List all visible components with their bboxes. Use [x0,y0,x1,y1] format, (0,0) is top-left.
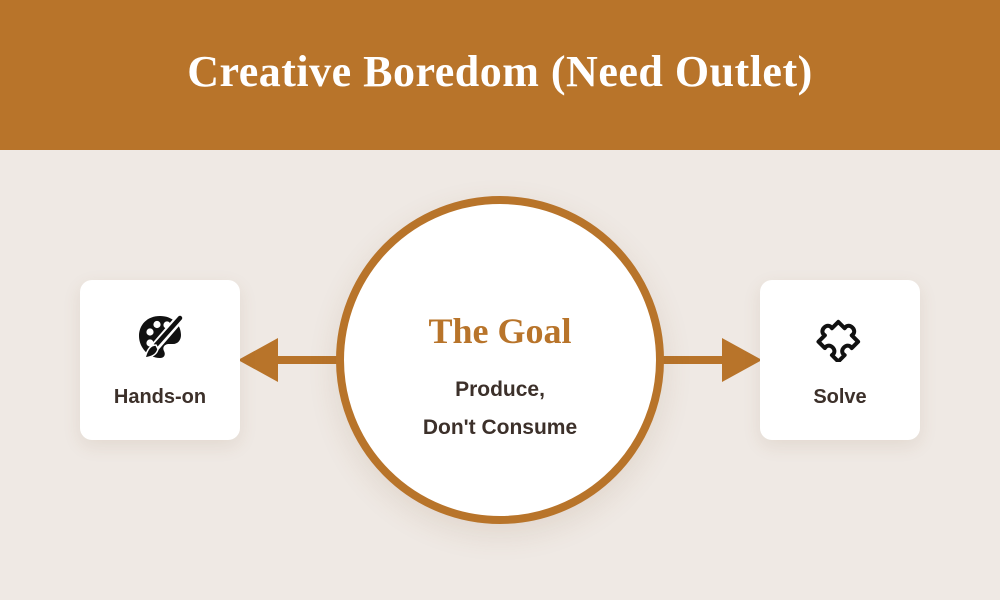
page-title: Creative Boredom (Need Outlet) [187,46,813,96]
goal-circle: The Goal Produce, Don't Consume [336,196,664,524]
hands-on-label: Hands-on [113,386,207,408]
goal-text-line-2: Don't Consume [422,416,578,439]
solve-card: Solve [760,280,920,440]
hands-on-card: Hands-on [80,280,240,440]
puzzle-piece-icon [816,319,861,362]
right-arrow [662,338,762,382]
header-banner: Creative Boredom (Need Outlet) [0,0,1000,150]
goal-text-line-1: Produce, [455,378,545,401]
solve-label: Solve [813,386,867,408]
palette-icon [139,313,185,359]
left-arrow [238,338,338,382]
goal-title: The Goal [428,311,572,351]
